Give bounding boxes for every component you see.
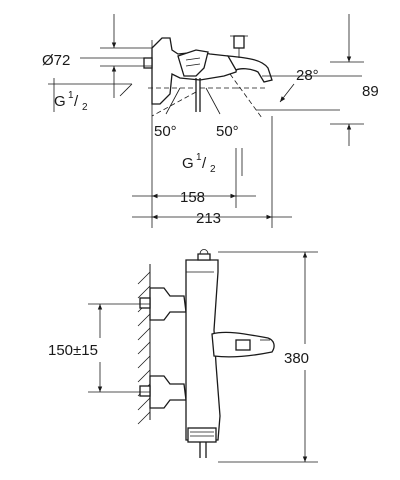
dim-height-lines [218, 251, 318, 463]
dim-thread-left [48, 78, 133, 112]
dim-horizontal [132, 112, 292, 228]
label-thread-left: G 1 / 2 [54, 90, 88, 113]
label-thread-left-sup: 1 [68, 90, 74, 101]
label-thread-bottom-sup: 1 [196, 152, 202, 163]
label-dim-158: 158 [180, 189, 205, 206]
dim-spacing-lines [88, 303, 150, 393]
label-thread-left-slash: / [74, 93, 79, 110]
dim-diameter [80, 14, 152, 98]
label-thread-bottom-main: G [182, 155, 194, 172]
label-diameter: Ø72 [42, 52, 70, 69]
label-dim-height: 380 [284, 350, 309, 367]
label-height-89: 89 [362, 83, 379, 100]
label-thread-bottom-sub: 2 [210, 164, 216, 175]
top-view [48, 14, 364, 228]
front-view [88, 249, 318, 463]
mixer-body-front [185, 249, 275, 458]
label-thread-bottom: G 1 / 2 [182, 152, 216, 175]
label-dim-213: 213 [196, 210, 221, 227]
rotation-guides [148, 73, 268, 119]
dim-spout-angle [256, 14, 364, 146]
label-thread-left-main: G [54, 93, 66, 110]
label-angle-right: 50° [216, 123, 239, 140]
label-angle-left: 50° [154, 123, 177, 140]
wall-hatch-front [137, 264, 151, 425]
label-thread-bottom-slash: / [202, 155, 207, 172]
wall-connections [139, 287, 187, 409]
mixer-body-top [143, 35, 273, 112]
label-dim-spacing: 150±15 [48, 342, 98, 359]
label-spout-angle: 28° [296, 67, 319, 84]
label-thread-left-sub: 2 [82, 102, 88, 113]
